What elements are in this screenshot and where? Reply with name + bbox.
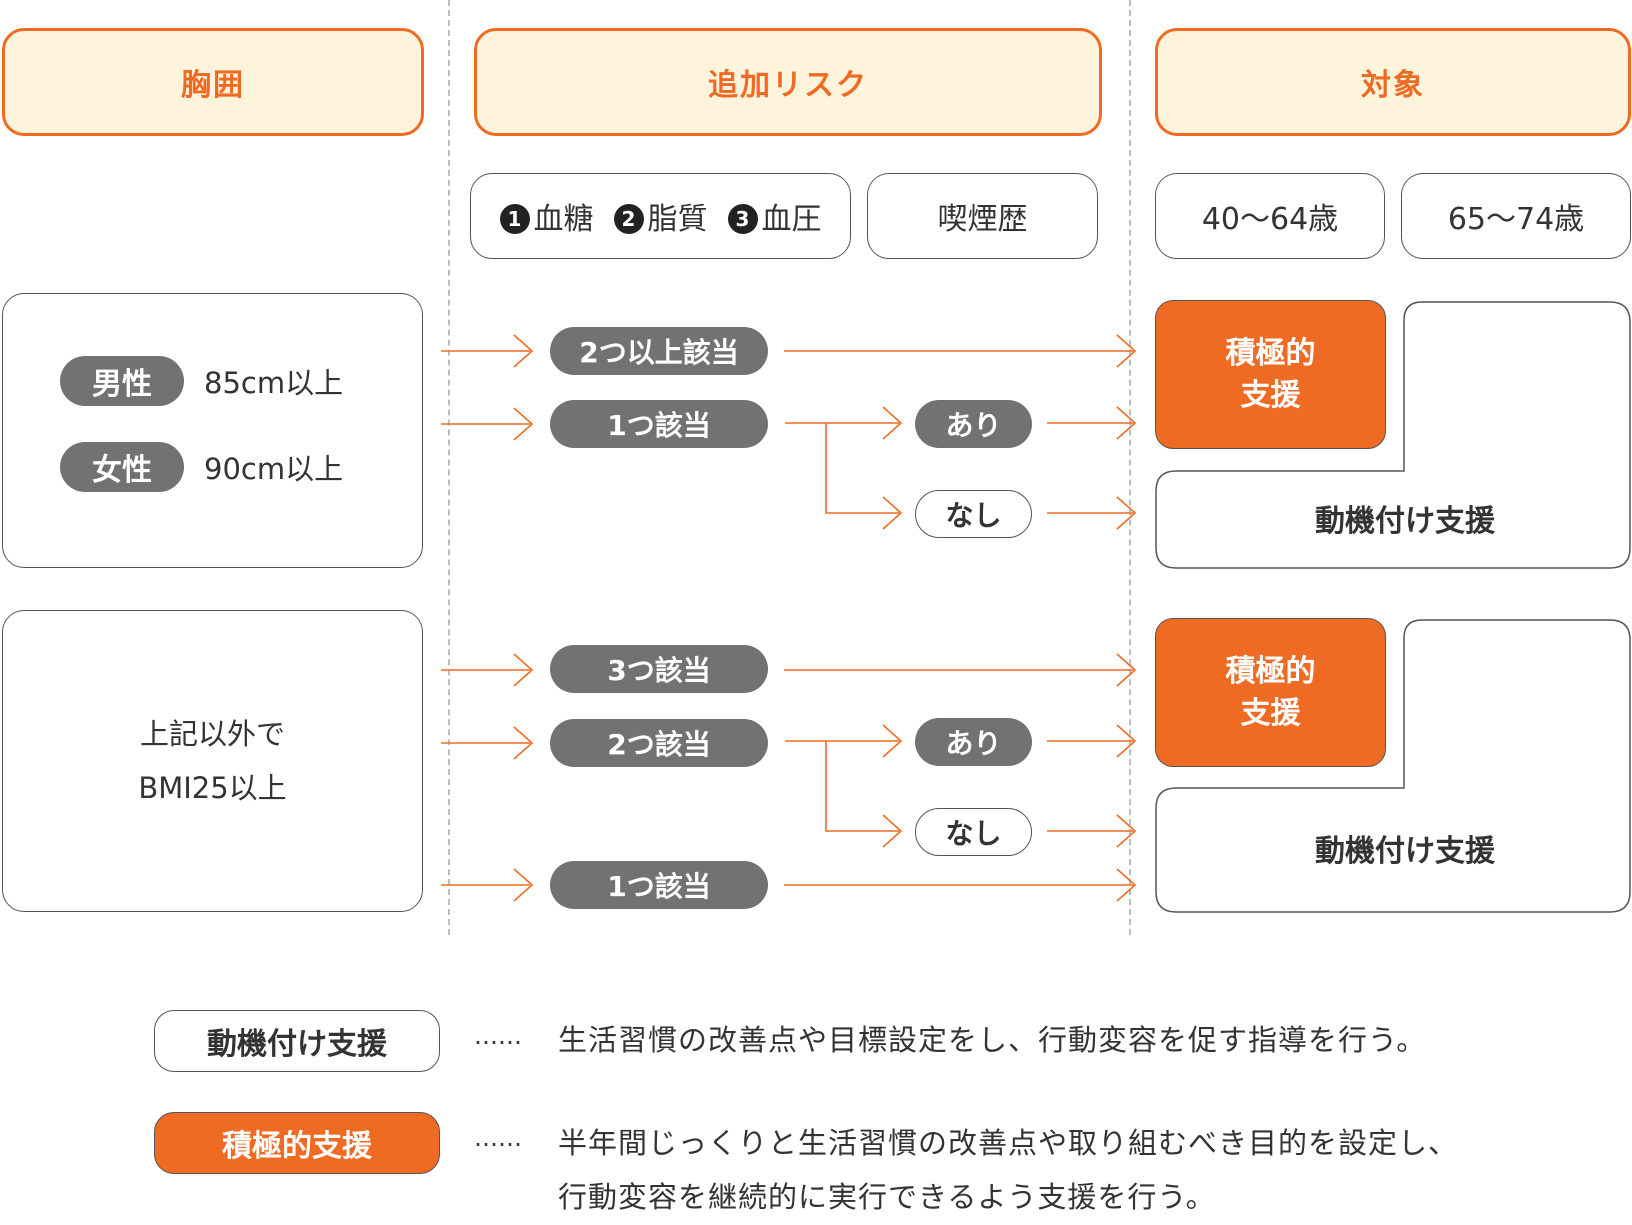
g2-two: 2つ該当 bbox=[550, 719, 768, 767]
header-waist: 胸囲 bbox=[2, 28, 424, 136]
arrow-g2-i bbox=[784, 868, 1137, 902]
g2-no: なし bbox=[915, 808, 1032, 856]
arrow-g1-e bbox=[825, 423, 903, 530]
legend-active-desc-line2: 行動変容を継続的に実行できるよう支援を行う。 bbox=[558, 1180, 1216, 1214]
active-support-1-line2: 支援 bbox=[1240, 377, 1301, 413]
other-criteria-line1: 上記以外で bbox=[139, 717, 285, 751]
g2-yes: あり bbox=[915, 718, 1032, 766]
g1-no: なし bbox=[915, 490, 1032, 538]
arrow-g2-a bbox=[441, 653, 534, 687]
risk-blood-pressure-label: 血圧 bbox=[761, 202, 822, 237]
risk-blood-sugar-label: 血糖 bbox=[533, 202, 594, 237]
active-support-1: 積極的 支援 bbox=[1155, 300, 1386, 449]
number-1-icon: 1 bbox=[499, 203, 530, 234]
g1-yes: あり bbox=[915, 400, 1032, 448]
female-criteria: 女性 90cm以上 bbox=[60, 442, 343, 492]
arrow-g2-b bbox=[441, 726, 534, 760]
other-criteria-line2: BMI25以上 bbox=[138, 771, 287, 805]
arrow-g1-d bbox=[785, 406, 903, 440]
age-40-64: 40〜64歳 bbox=[1155, 173, 1385, 259]
legend-active-label: 積極的支援 bbox=[154, 1112, 440, 1174]
number-2-icon: 2 bbox=[613, 203, 644, 234]
header-risk: 追加リスク bbox=[474, 28, 1102, 136]
g2-one: 1つ該当 bbox=[550, 861, 768, 909]
legend-dots-2: …… bbox=[474, 1124, 522, 1152]
divider-left bbox=[448, 0, 450, 935]
arrow-g2-g bbox=[1047, 724, 1137, 758]
male-pill: 男性 bbox=[60, 356, 184, 406]
legend-active-desc-line1: 半年間じっくりと生活習慣の改善点や取り組むべき目的を設定し、 bbox=[558, 1126, 1459, 1160]
g1-one: 1つ該当 bbox=[550, 400, 768, 448]
header-target: 対象 bbox=[1155, 28, 1631, 136]
arrow-g1-a bbox=[441, 334, 534, 368]
risk-smoking-box: 喫煙歴 bbox=[867, 173, 1098, 259]
arrow-g1-g bbox=[1047, 496, 1137, 530]
motivational-support-1: 動機付け支援 bbox=[1315, 504, 1495, 539]
arrow-g1-f bbox=[1047, 406, 1137, 440]
female-value: 90cm以上 bbox=[204, 452, 344, 486]
motivational-shape-1 bbox=[1155, 301, 1631, 569]
waist-criteria-box bbox=[2, 293, 423, 568]
motivational-shape-2 bbox=[1155, 619, 1631, 913]
male-value: 85cm以上 bbox=[204, 366, 344, 400]
g2-three: 3つ該当 bbox=[550, 645, 768, 693]
divider-right bbox=[1129, 0, 1131, 935]
number-3-icon: 3 bbox=[727, 203, 758, 234]
risk-lipid-label: 脂質 bbox=[647, 202, 708, 237]
arrow-g2-f bbox=[825, 741, 903, 848]
legend-dots-1: …… bbox=[474, 1022, 522, 1050]
active-support-2: 積極的 支援 bbox=[1155, 618, 1386, 767]
active-support-1-line1: 積極的 bbox=[1225, 335, 1316, 371]
arrow-g1-c bbox=[784, 334, 1137, 368]
age-65-74: 65〜74歳 bbox=[1401, 173, 1631, 259]
legend-motivational-label: 動機付け支援 bbox=[154, 1010, 440, 1072]
g1-two-or-more: 2つ以上該当 bbox=[550, 327, 768, 375]
active-support-2-line1: 積極的 bbox=[1225, 653, 1316, 689]
legend-motivational-desc: 生活習慣の改善点や目標設定をし、行動変容を促す指導を行う。 bbox=[558, 1023, 1427, 1057]
motivational-support-2: 動機付け支援 bbox=[1315, 834, 1495, 869]
other-criteria-box: 上記以外で BMI25以上 bbox=[2, 610, 423, 912]
active-support-2-line2: 支援 bbox=[1240, 695, 1301, 731]
arrow-g2-d bbox=[784, 653, 1137, 687]
arrow-g2-h bbox=[1047, 814, 1137, 848]
female-pill: 女性 bbox=[60, 442, 184, 492]
arrow-g1-b bbox=[441, 407, 534, 441]
arrow-g2-e bbox=[785, 724, 903, 758]
arrow-g2-c bbox=[441, 868, 534, 902]
male-criteria: 男性 85cm以上 bbox=[60, 356, 343, 406]
